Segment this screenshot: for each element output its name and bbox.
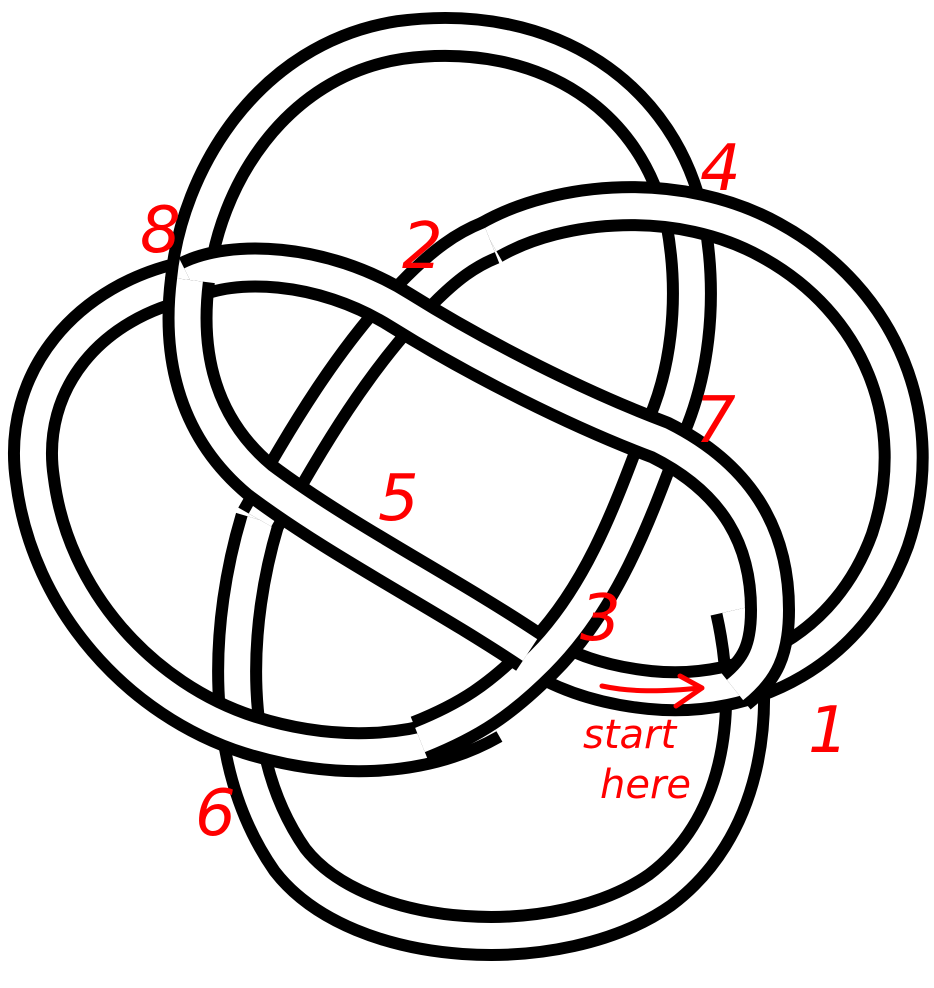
crossing-label-6: 6 xyxy=(195,777,236,851)
crossing-label-7: 7 xyxy=(695,384,736,458)
start-note-line-1: start xyxy=(583,712,677,758)
crossing-label-8: 8 xyxy=(140,194,181,268)
crossing-label-1: 1 xyxy=(808,694,849,768)
crossing-label-5: 5 xyxy=(378,462,419,536)
start-note-line-2: here xyxy=(600,762,691,808)
crossing-label-4: 4 xyxy=(700,132,741,206)
crossing-label-3: 3 xyxy=(580,582,621,656)
crossing-label-2: 2 xyxy=(402,210,443,284)
start-here-note: start here xyxy=(583,712,691,808)
